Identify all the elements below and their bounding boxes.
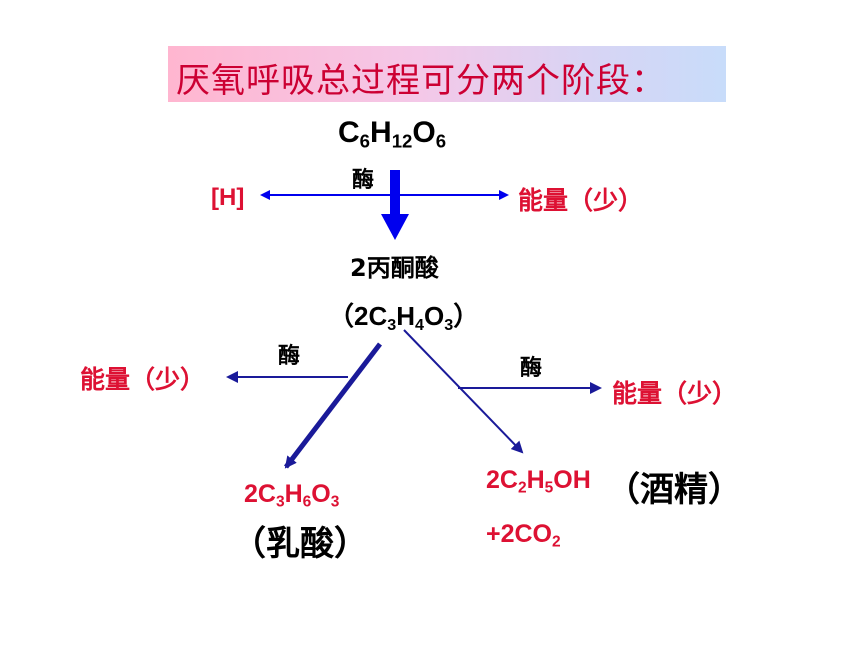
lactic-acid-formula: 2C3H6O3 [244, 480, 340, 511]
ethanol-formula: 2C2H5OH [486, 466, 591, 497]
energy-label-alcohol: 能量（少） [612, 379, 738, 408]
pyruvate-formula: （2C3H4O3） [328, 301, 480, 334]
enzyme-label-stage1: 酶 [352, 168, 375, 193]
arrow-to-ethanol [403, 329, 524, 454]
energy-label-stage1: 能量（少） [518, 186, 644, 215]
title-banner [168, 46, 726, 102]
energy-label-lactic: 能量（少） [80, 365, 206, 394]
enzyme-label-alcohol: 酶 [520, 356, 543, 381]
ethanol-name: （酒精） [606, 470, 742, 510]
lactic-acid-name: （乳酸） [232, 524, 368, 564]
arrow-glucose-to-pyruvate-shaft [390, 170, 400, 216]
enzyme-label-lactic: 酶 [278, 344, 301, 369]
arrow-glucose-to-pyruvate-head [381, 214, 409, 240]
pyruvate-name: 2丙酮酸 [350, 254, 439, 282]
glucose-formula: C6H12O6 [338, 116, 447, 152]
hydrogen-product: [H] [211, 184, 245, 211]
co2-product: +2CO2 [486, 520, 561, 551]
arrow-to-lactic-acid [284, 342, 382, 469]
page-title: 厌氧呼吸总过程可分两个阶段： [176, 61, 666, 101]
